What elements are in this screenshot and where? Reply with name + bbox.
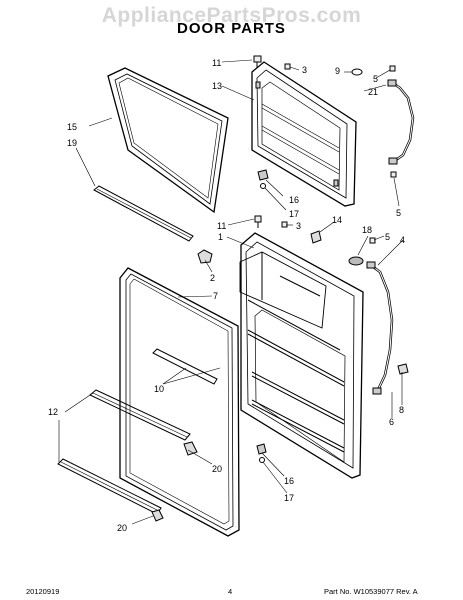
callout-3-top: 3	[302, 65, 307, 75]
callout-21: 21	[368, 87, 378, 97]
callout-16-top: 16	[289, 195, 299, 205]
door-bits	[310, 230, 364, 266]
fresh-food-door	[239, 232, 364, 479]
freezer-door-gasket	[107, 67, 229, 214]
callout-15: 15	[67, 122, 77, 132]
callout-2: 2	[210, 273, 215, 283]
freezer-hinge	[257, 169, 269, 189]
callout-3-mid: 3	[296, 221, 301, 231]
callout-10: 10	[154, 384, 164, 394]
callout-labels: 11 3 9 5 21 13 15 19 16 17 5 11 3 14 1 1…	[48, 58, 405, 533]
freezer-breaker-strip	[93, 185, 194, 242]
callout-8: 8	[399, 405, 404, 415]
screws	[253, 55, 397, 244]
freezer-handle	[351, 68, 415, 165]
footer-part-number: Part No. W10539077 Rev. A	[324, 587, 418, 596]
leader-lines	[58, 59, 404, 525]
callout-9: 9	[335, 66, 340, 76]
center-breaker-strip	[152, 348, 218, 385]
fresh-food-hinge	[256, 443, 267, 463]
footer-date: 20120919	[26, 587, 60, 596]
freezer-door	[251, 61, 357, 207]
callout-13: 13	[212, 81, 222, 91]
callout-5-top: 5	[373, 74, 378, 84]
callout-17-bottom: 17	[284, 493, 294, 503]
callout-14: 14	[332, 215, 342, 225]
callout-5-mid: 5	[385, 232, 390, 242]
callout-7: 7	[213, 291, 218, 301]
callout-11-mid: 11	[217, 221, 226, 231]
breaker-strips	[57, 389, 198, 522]
callout-20-bottom: 20	[117, 523, 127, 533]
callout-16-bottom: 16	[284, 476, 294, 486]
callout-1: 1	[218, 232, 223, 242]
callout-4: 4	[400, 235, 405, 245]
callout-11-top: 11	[212, 58, 221, 68]
callout-5-right: 5	[396, 208, 401, 218]
callout-19: 19	[67, 138, 77, 148]
fresh-food-gasket	[119, 267, 240, 537]
page-title: DOOR PARTS	[177, 20, 286, 37]
door-stop-upper	[197, 249, 213, 264]
callout-17-top: 17	[289, 209, 299, 219]
fresh-food-handle	[366, 261, 409, 395]
footer-page-number: 4	[228, 587, 233, 596]
callout-12: 12	[48, 407, 58, 417]
callout-18: 18	[362, 225, 372, 235]
watermark: AppliancePartsPros.com	[101, 4, 362, 27]
callout-6: 6	[389, 417, 394, 427]
callout-20-mid: 20	[212, 464, 222, 474]
